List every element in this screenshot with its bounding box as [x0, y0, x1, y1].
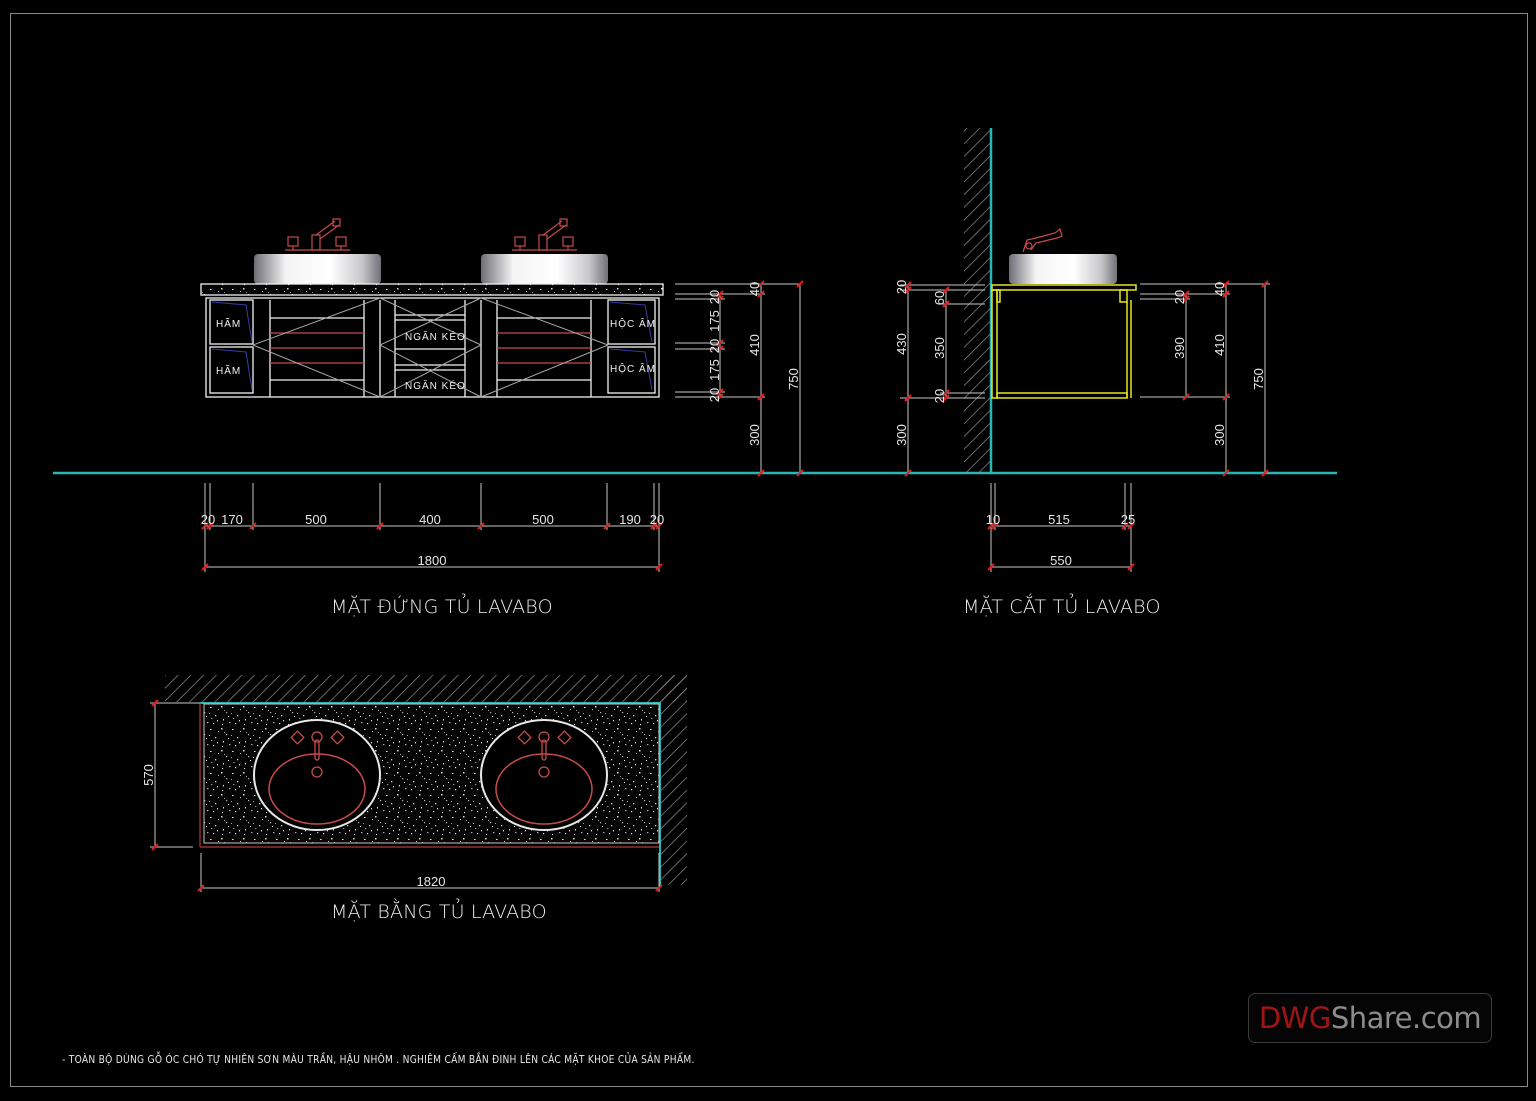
- label-right-bottom: HỘC ÂM: [610, 362, 656, 375]
- dim-sh-550: 550: [1050, 553, 1072, 568]
- dim-s-430: 430: [894, 333, 909, 355]
- section-view: 20 430 300 60 350 20 20 390 40 410: [894, 128, 1270, 572]
- elevation-horizontal-dimensions: [204, 483, 660, 572]
- watermark-part1: DWG: [1258, 1001, 1331, 1035]
- dim-sr-750: 750: [1251, 368, 1266, 390]
- dim-s-300: 300: [894, 424, 909, 446]
- countertop: [200, 283, 664, 296]
- dim-v-175b: 175: [707, 359, 722, 381]
- elevation-vertical-dimensions: [675, 283, 801, 473]
- section-left-dimensions: [900, 284, 985, 473]
- cabinet-body: [205, 297, 660, 398]
- faucet-icon: [517, 730, 572, 778]
- plan-view: 570 1820: [141, 675, 687, 892]
- door-swing-marks: [211, 301, 653, 391]
- plan-wall-right: [660, 675, 687, 885]
- dim-v-20b: 20: [707, 339, 722, 353]
- dim-v-40: 40: [747, 282, 762, 296]
- plan-wall-top: [165, 675, 687, 702]
- label-right-top: HỘC ÂM: [610, 317, 656, 330]
- watermark-part2: Share.com: [1330, 1001, 1482, 1035]
- opening-diagonals: [252, 297, 609, 398]
- dim-v-750: 750: [786, 368, 801, 390]
- dim-h-170: 170: [221, 512, 243, 527]
- plan-dimensions: [150, 702, 660, 892]
- section-horizontal-dimensions: [990, 483, 1132, 572]
- faucet-icon: [290, 730, 345, 778]
- dim-h-20a: 20: [201, 512, 215, 527]
- dim-h-20b: 20: [650, 512, 664, 527]
- dim-sh-515: 515: [1048, 512, 1070, 527]
- drawer-handles: [270, 332, 591, 364]
- plan-title: MẶT BẰNG TỦ LAVABO: [331, 901, 547, 923]
- dim-s-60: 60: [932, 291, 947, 305]
- wall-hatch: [964, 128, 991, 473]
- faucet-icon: [512, 218, 577, 251]
- plan-wall-line: [200, 702, 661, 886]
- dim-v-300: 300: [747, 424, 762, 446]
- dim-plan-1820: 1820: [417, 874, 446, 889]
- material-note: - TOÀN BỘ DÙNG GỖ ÓC CHÓ TỰ NHIÊN SƠN MÀ…: [62, 1053, 695, 1066]
- dim-sr-410: 410: [1212, 334, 1227, 356]
- dim-sr-40: 40: [1212, 282, 1227, 296]
- elevation-view: HÃM HÃM HỘC ÂM HỘC ÂM NGĂN KÉO NGĂN KÉO: [53, 218, 1337, 572]
- dim-s-350: 350: [932, 337, 947, 359]
- dim-sr-390: 390: [1172, 337, 1187, 359]
- elevation-basin-right: [481, 218, 608, 284]
- dim-h-190: 190: [619, 512, 641, 527]
- label-left-top: HÃM: [216, 317, 241, 330]
- plan-basin-left: [253, 719, 381, 831]
- section-title: MẶT CẮT TỦ LAVABO: [963, 596, 1161, 618]
- dim-h-1800: 1800: [418, 553, 447, 568]
- elevation-basin-left: [254, 218, 381, 284]
- elevation-title: MẶT ĐỨNG TỦ LAVABO: [331, 596, 553, 618]
- dim-sh-10: 10: [986, 512, 1000, 527]
- dim-v-175a: 175: [707, 310, 722, 332]
- dim-sh-25: 25: [1121, 512, 1135, 527]
- dim-v-410: 410: [747, 334, 762, 356]
- dim-plan-570: 570: [141, 764, 156, 786]
- dim-h-500a: 500: [305, 512, 327, 527]
- dim-s-20: 20: [894, 280, 909, 294]
- label-center-top: NGĂN KÉO: [405, 330, 466, 343]
- cabinet-section: [991, 284, 1137, 399]
- label-center-bottom: NGĂN KÉO: [405, 379, 466, 392]
- dim-v-20c: 20: [707, 388, 722, 402]
- dim-h-400: 400: [419, 512, 441, 527]
- plan-basin-right: [480, 719, 608, 831]
- label-left-bottom: HÃM: [216, 364, 241, 377]
- dim-h-500b: 500: [532, 512, 554, 527]
- faucet-icon: [285, 218, 350, 251]
- faucet-icon: [1022, 227, 1063, 253]
- dim-v-20a: 20: [707, 290, 722, 304]
- dim-s-20b: 20: [932, 389, 947, 403]
- dim-sr-20: 20: [1172, 290, 1187, 304]
- dim-sr-300: 300: [1212, 424, 1227, 446]
